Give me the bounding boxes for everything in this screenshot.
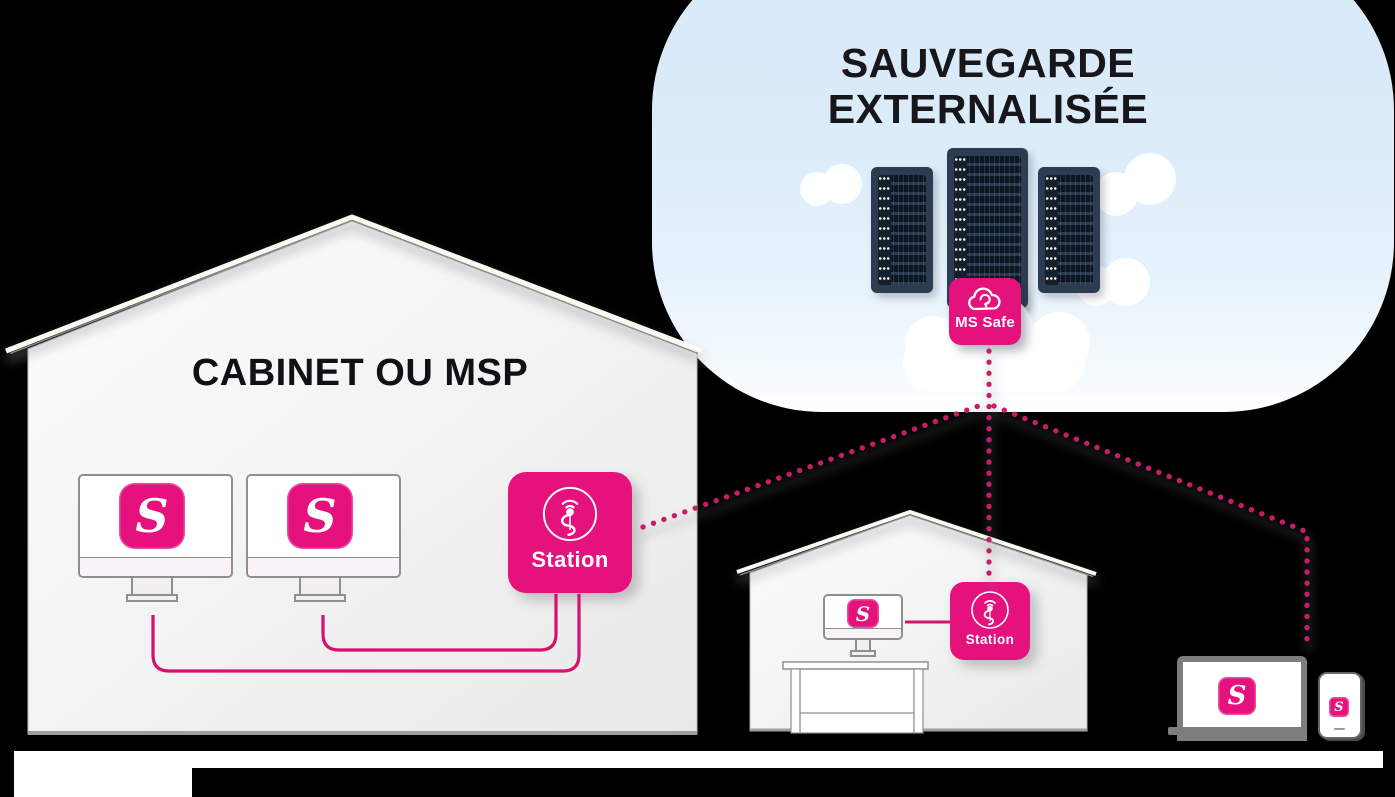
cutoff-white-corner	[14, 768, 192, 797]
remote-office-house	[736, 509, 1097, 732]
cabinet-roof	[5, 214, 703, 355]
monitor-base	[294, 594, 346, 602]
monitor-chin	[825, 628, 901, 638]
desk	[782, 661, 929, 734]
cabinet-house-label: CABINET OU MSP	[191, 352, 529, 394]
monitor-chin	[248, 557, 399, 576]
cloud-puff	[1124, 153, 1176, 205]
cloud-sync-icon	[968, 287, 1001, 311]
laptop-base	[1168, 727, 1303, 735]
ms-safe-label: MS Safe	[955, 314, 1015, 331]
remote-roof	[736, 509, 1097, 578]
wifi-serpent-icon	[542, 486, 598, 542]
logo-letter: S	[1227, 681, 1247, 711]
rack-led-dots	[1045, 175, 1058, 285]
monitor-chin	[80, 557, 231, 576]
title-line-2: EXTERNALISÉE	[827, 86, 1149, 132]
cloud-puff	[1102, 258, 1150, 306]
cloud-puff	[822, 164, 862, 204]
logo-letter: S	[855, 601, 871, 626]
server-rack-right	[1038, 167, 1100, 293]
station-label: Station	[965, 632, 1015, 647]
station-box-cabinet: Station	[508, 472, 632, 593]
title-line-1: SAUVEGARDE	[840, 40, 1136, 86]
phone-device	[1318, 672, 1362, 739]
rack-slots	[1045, 175, 1093, 285]
rack-slots	[954, 156, 1021, 300]
ms-safe-badge: MS Safe	[949, 278, 1021, 345]
station-box-remote: Station	[950, 582, 1030, 660]
medical-s-logo: S	[287, 483, 353, 549]
logo-letter: S	[135, 489, 169, 543]
medical-s-logo: S	[119, 483, 185, 549]
rack-led-dots	[878, 175, 891, 285]
monitor-base	[850, 650, 876, 657]
logo-letter: S	[1334, 699, 1344, 715]
medical-s-logo: S	[847, 599, 879, 628]
rack-slots	[878, 175, 926, 285]
phone-home-bar	[1334, 728, 1345, 730]
logo-letter: S	[303, 489, 337, 543]
cutoff-white-band	[14, 751, 1383, 768]
station-label: Station	[531, 547, 609, 572]
rack-led-dots	[954, 156, 967, 300]
monitor-base	[126, 594, 178, 602]
server-rack-left	[871, 167, 933, 293]
externalized-backup-title: SAUVEGARDE EXTERNALISÉE	[758, 40, 1218, 132]
medical-s-logo: S	[1329, 697, 1349, 717]
wifi-serpent-icon	[971, 591, 1009, 629]
medical-s-logo: S	[1218, 677, 1256, 715]
